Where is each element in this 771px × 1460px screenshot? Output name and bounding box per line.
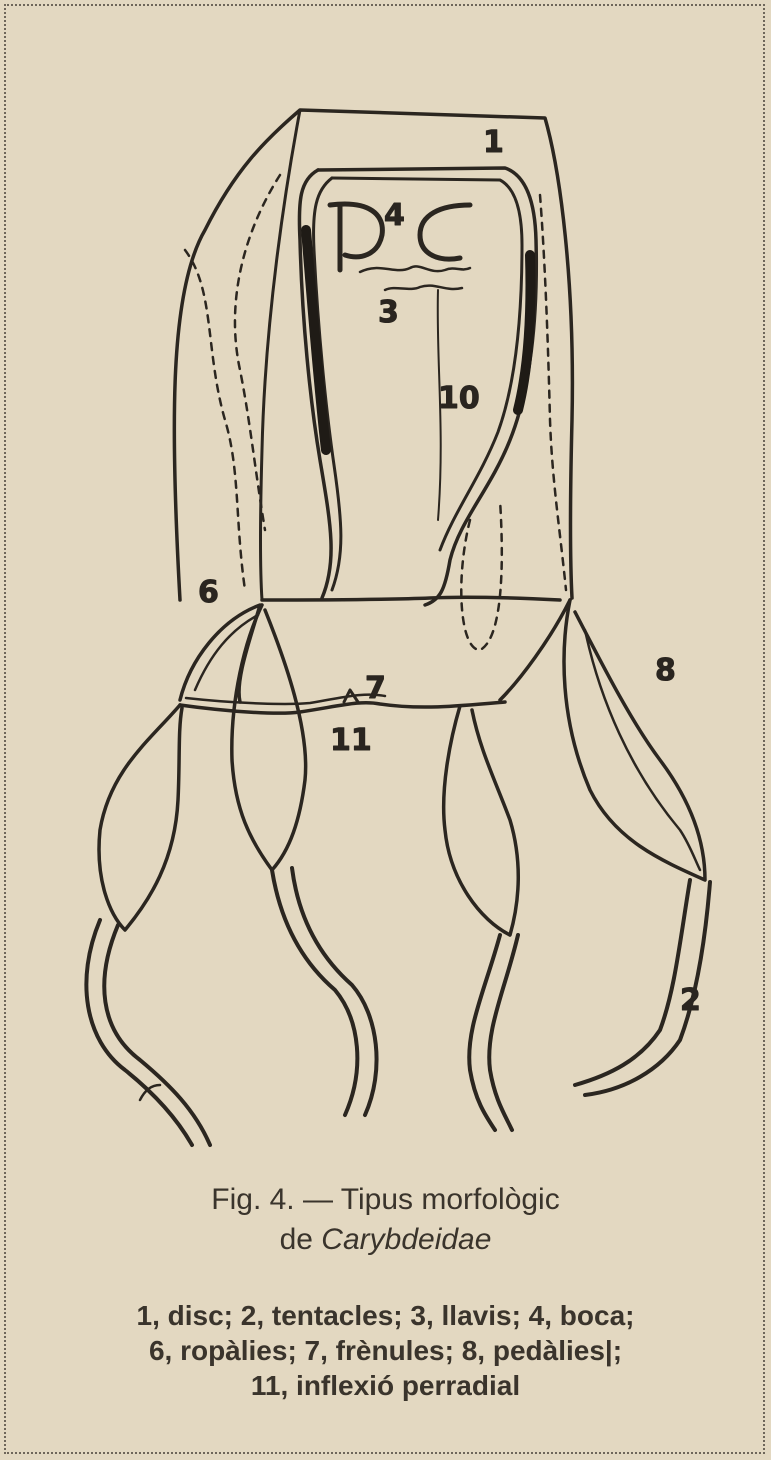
tentacle-3 <box>469 935 500 1130</box>
velarium-upper <box>262 597 560 600</box>
lips <box>360 266 470 272</box>
pedalium-3 <box>444 706 519 935</box>
label-1: 1 <box>483 125 504 160</box>
label-3: 3 <box>378 295 399 330</box>
lips-lower <box>385 286 462 290</box>
legend-line: 6, ropàlies; 7, frènules; 8, pedàlies|; <box>20 1333 751 1368</box>
label-2: 2 <box>680 983 701 1018</box>
legend-line: 11, inflexió perradial <box>20 1368 751 1403</box>
label-11: 11 <box>330 723 372 758</box>
pedalium-2 <box>232 605 306 870</box>
mouth-left-lobe <box>330 204 382 270</box>
caption-prefix: de <box>280 1223 313 1256</box>
figure-legend: 1, disc; 2, tentacles; 3, llavis; 4, boc… <box>20 1298 751 1403</box>
mouth-right-lobe <box>420 205 470 259</box>
gastric-tube-inner-right <box>332 178 522 550</box>
frenulum-band <box>180 702 505 713</box>
label-7: 7 <box>365 671 386 706</box>
figure-caption: Fig. 4. — Tipus morfològic de Carybdeida… <box>0 1180 771 1260</box>
gastric-tube-outer-right <box>318 168 536 605</box>
label-4: 4 <box>384 198 405 233</box>
caption-line-1: Fig. 4. — Tipus morfològic <box>0 1180 771 1220</box>
rhopalium-right <box>500 600 570 700</box>
label-8: 8 <box>655 653 676 688</box>
bell-outline <box>174 110 572 600</box>
bell-inner-line <box>261 110 301 600</box>
caption-line-2: de Carybdeidae <box>0 1220 771 1260</box>
label-6: 6 <box>198 575 219 610</box>
tentacle-2 <box>272 870 357 1115</box>
pedalium-1 <box>99 705 182 930</box>
tentacle-1-b <box>86 920 192 1145</box>
dashed-left-inner <box>235 175 280 530</box>
carybdeidae-drawing: 1 3 4 6 7 8 10 11 2 <box>0 0 771 1170</box>
gastric-dark-band-right <box>518 255 531 410</box>
legend-line: 1, disc; 2, tentacles; 3, llavis; 4, boc… <box>20 1298 751 1333</box>
caption-taxon: Carybdeidae <box>321 1223 491 1256</box>
tentacle-4 <box>575 880 690 1085</box>
dashed-right <box>540 195 566 590</box>
tentacle-1 <box>104 925 210 1145</box>
dashed-left-outer <box>185 250 245 590</box>
tentacle-3-b <box>489 935 518 1130</box>
label-10: 10 <box>438 381 480 416</box>
